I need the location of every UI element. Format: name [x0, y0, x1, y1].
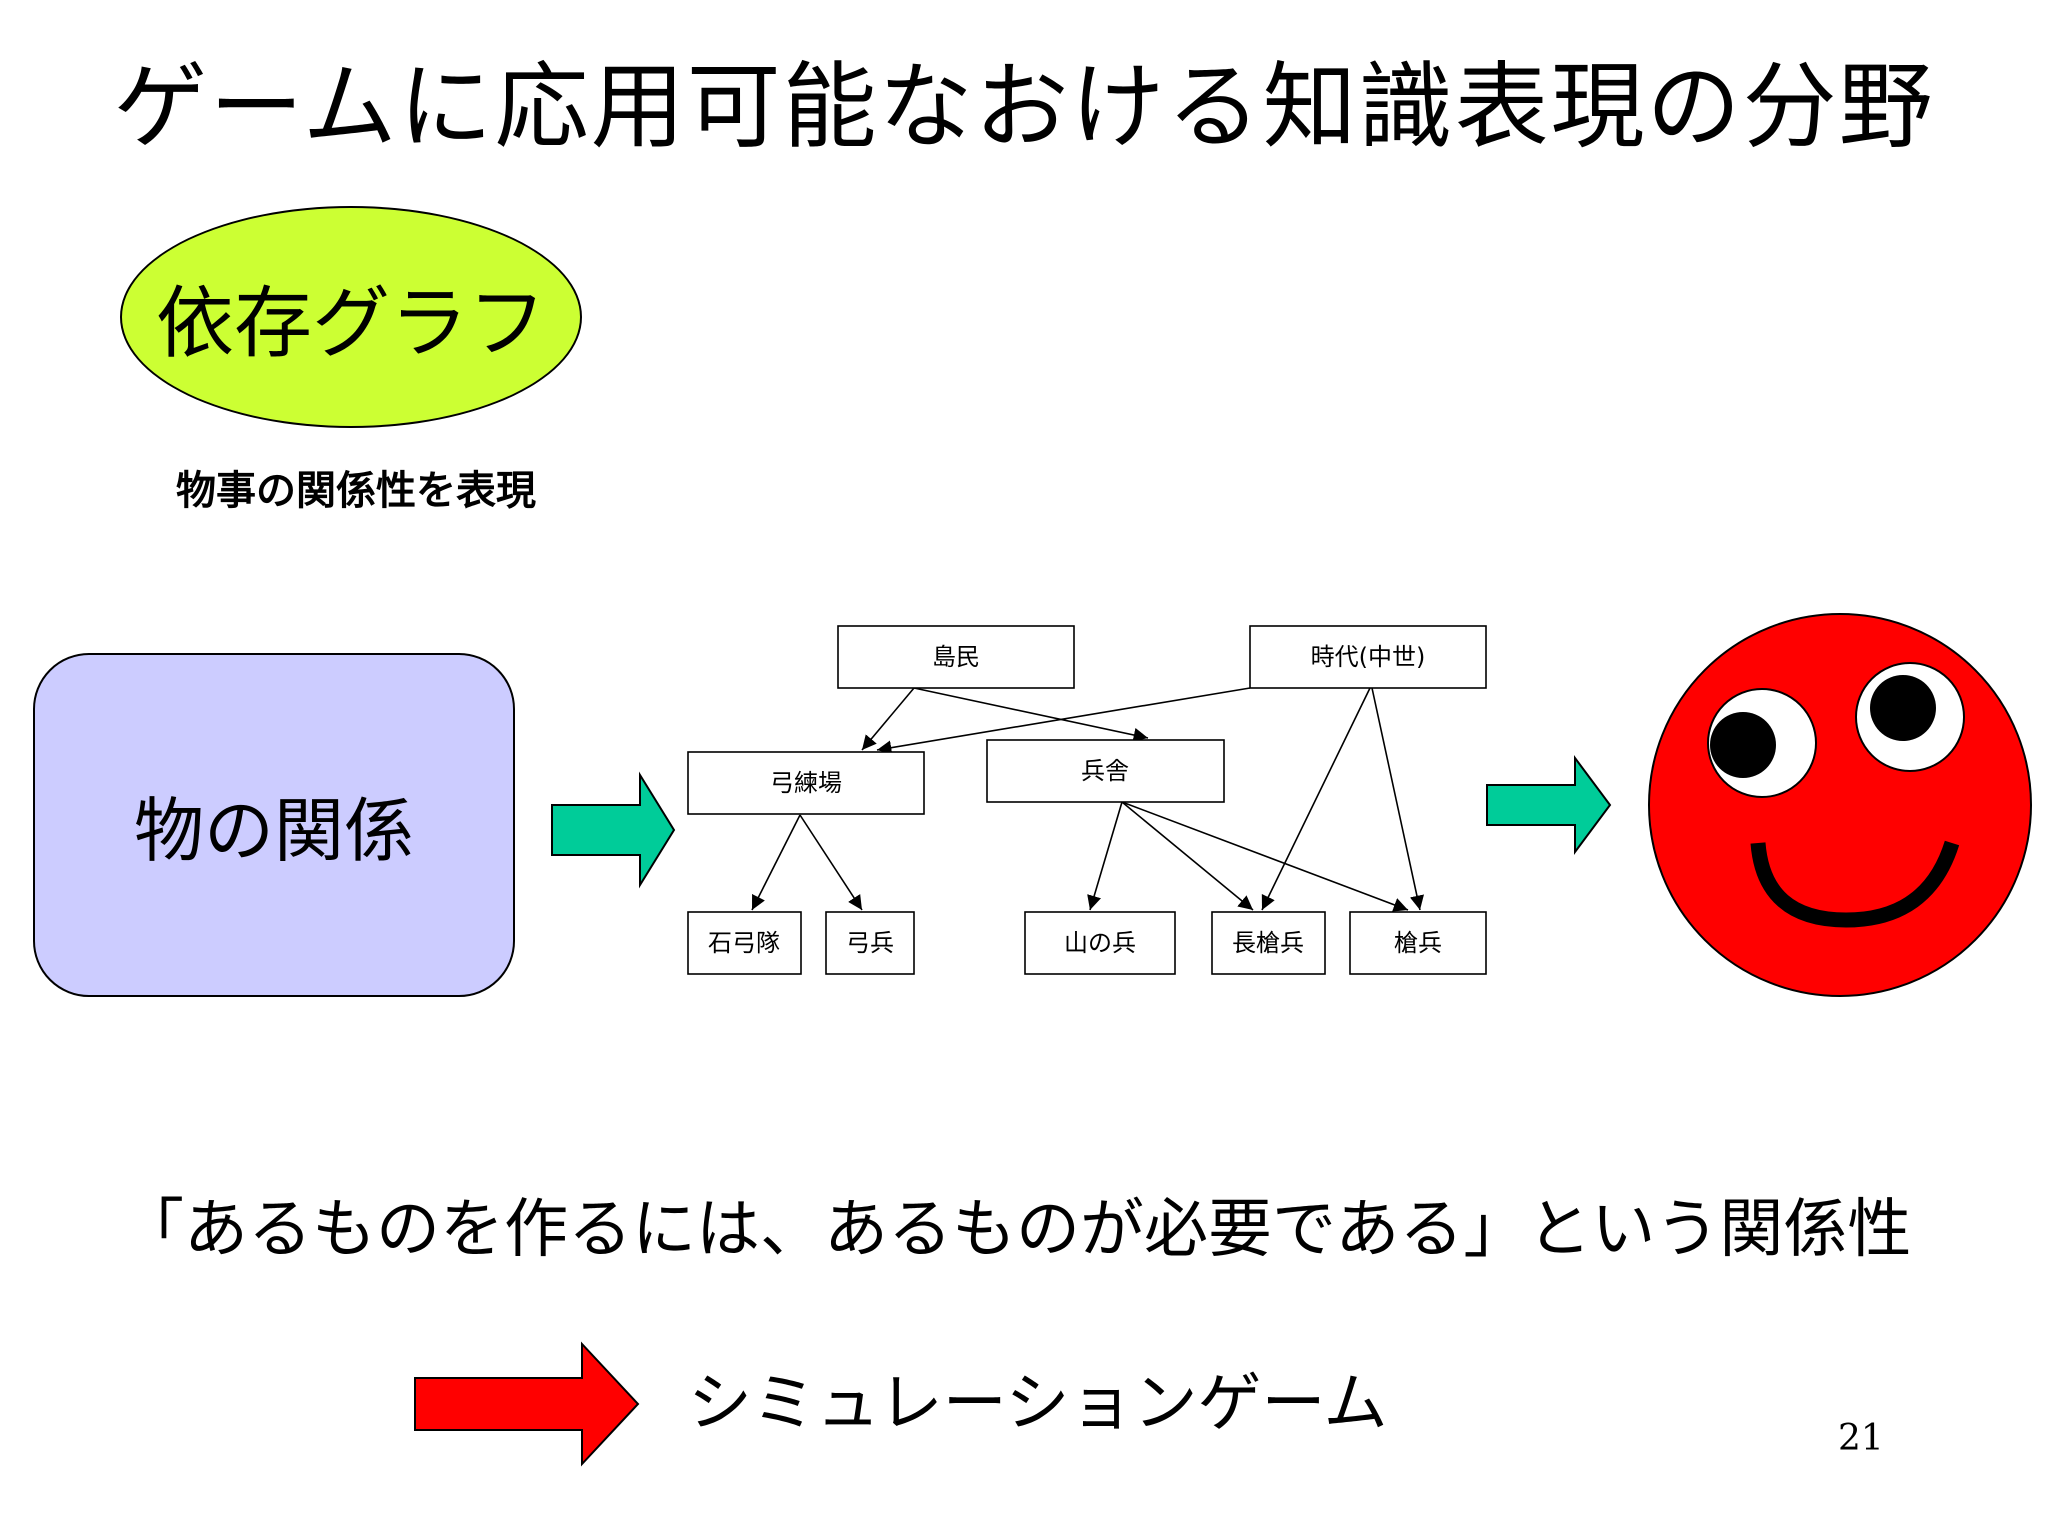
relation-box: 物の関係	[33, 653, 515, 997]
dependency-graph-tag: 依存グラフ	[120, 206, 582, 428]
node-shimamin-label: 島民	[932, 643, 980, 671]
edge-shimamin-kyurenjo	[861, 687, 915, 751]
edge-jidai-kyurenjo	[876, 687, 1251, 755]
edge-heisha-chosohei	[1121, 801, 1254, 911]
relationship-statement: 「あるものを作るには、あるものが必要である」という関係性	[120, 1193, 1912, 1267]
result-label: シミュレーションゲーム	[688, 1367, 1388, 1441]
node-kyuhei	[825, 911, 915, 975]
page-number: 21	[1838, 1418, 1884, 1459]
block-arrow-right-icon	[551, 771, 676, 889]
node-heisha	[986, 739, 1225, 803]
node-sohei	[1349, 911, 1487, 975]
edge-shimamin-heisha	[913, 687, 1149, 743]
node-sekkyutai	[687, 911, 802, 975]
node-chosohei	[1211, 911, 1326, 975]
edge-kyurenjo-kyuhei	[799, 814, 863, 911]
edge-kyurenjo-sekkyutai	[751, 814, 801, 911]
node-jidai-label: 時代(中世)	[1311, 643, 1426, 671]
node-shimamin	[837, 625, 1075, 689]
edge-jidai-sohei	[1371, 687, 1424, 911]
edge-heisha-yamanohei	[1087, 801, 1123, 911]
node-kyurenjo	[687, 751, 925, 815]
node-jidai	[1249, 625, 1487, 689]
node-yamanohei	[1024, 911, 1176, 975]
edge-heisha-sohei	[1121, 801, 1409, 912]
block-arrow-right-icon	[414, 1341, 640, 1467]
relation-box-label: 物の関係	[134, 789, 414, 872]
tag-caption: 物事の関係性を表現	[176, 468, 536, 514]
node-heisha-label: 兵舎	[1081, 757, 1129, 785]
node-sohei-label: 槍兵	[1394, 929, 1442, 957]
smiley-face-icon	[1648, 613, 2032, 997]
node-sekkyutai-label: 石弓隊	[708, 929, 780, 957]
node-kyurenjo-label: 弓練場	[770, 769, 842, 797]
edge-jidai-chosohei	[1261, 687, 1371, 911]
block-arrow-right-icon	[1486, 754, 1612, 856]
dependency-graph-tag-label: 依存グラフ	[155, 279, 546, 369]
node-kyuhei-label: 弓兵	[846, 929, 894, 957]
node-yamanohei-label: 山の兵	[1064, 929, 1136, 957]
node-chosohei-label: 長槍兵	[1232, 929, 1304, 957]
slide-title: ゲームに応用可能なおける知識表現の分野	[113, 53, 1935, 162]
